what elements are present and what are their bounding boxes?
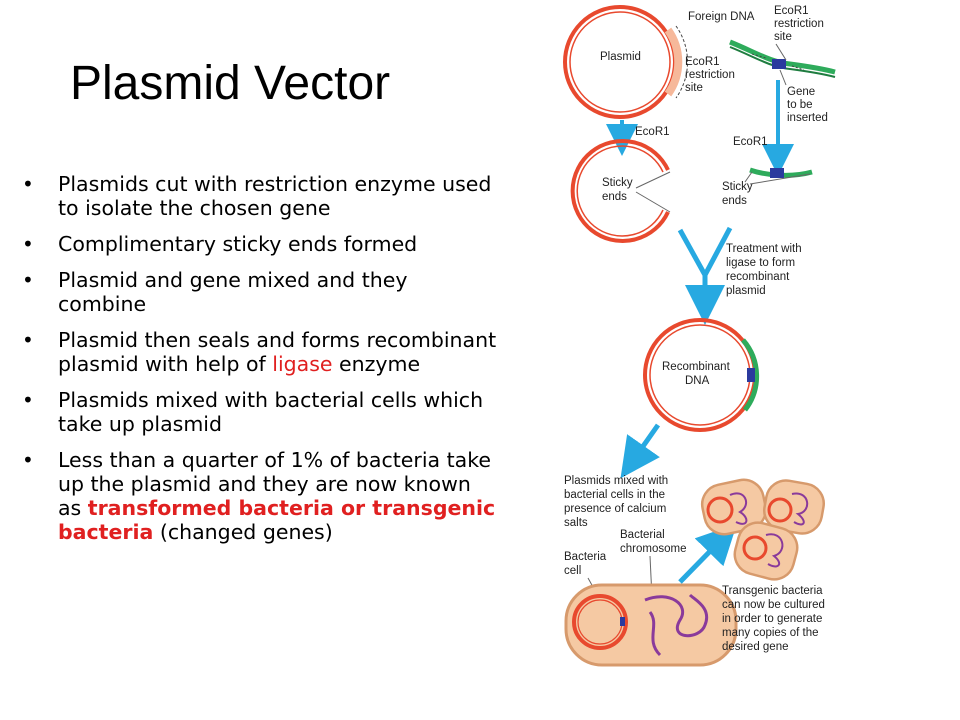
gene-fragment: [749, 167, 813, 178]
plasmid-label: Plasmid: [600, 51, 641, 63]
ecor1-site-top-2: restriction: [774, 18, 824, 30]
sticky-ends-right-1: Sticky: [722, 181, 753, 193]
gene-inserted-3: inserted: [787, 112, 828, 124]
mixed-label-3: presence of calcium: [564, 503, 666, 515]
bullet-text-post: (changed genes): [153, 520, 333, 544]
transgenic-label-1: Transgenic bacteria: [722, 585, 823, 597]
bullet-dot: •: [22, 172, 34, 196]
recombinant-label-2: DNA: [685, 375, 710, 387]
bacteria-cell-label-1: Bacteria: [564, 551, 607, 563]
foreign-dna: [729, 39, 836, 78]
gene-inserted-1: Gene: [787, 86, 815, 98]
transgenic-label-5: desired gene: [722, 641, 789, 653]
mixed-label-4: salts: [564, 517, 588, 529]
transgenic-label-4: many copies of the: [722, 627, 819, 639]
mixed-label-2: bacterial cells in the: [564, 489, 665, 501]
bullet-text: Complimentary sticky ends formed: [58, 232, 418, 256]
ecor1-site-top-3: site: [774, 31, 792, 43]
chromosome-label-2: chromosome: [620, 543, 686, 555]
bullet-text-pre: Plasmid then seals and forms recombinant…: [58, 328, 497, 376]
bacteria-cell-label-2: cell: [564, 565, 581, 577]
recombinant-label-1: Recombinant: [662, 361, 731, 373]
arrow-to-cultured: [678, 523, 737, 584]
sticky-ends-left-2: ends: [602, 191, 627, 203]
treatment-label-1: Treatment with: [726, 243, 802, 255]
bullet-dot: •: [22, 268, 34, 292]
bullet-dot: •: [22, 388, 34, 412]
foreign-dna-label: Foreign DNA: [688, 11, 755, 23]
bullet-3: • Plasmid and gene mixed and they combin…: [22, 268, 500, 316]
ecor1-site-left-3: site: [685, 82, 703, 94]
bullet-text: Plasmids mixed with bacterial cells whic…: [58, 388, 484, 436]
bullet-4: • Plasmid then seals and forms recombina…: [22, 328, 500, 376]
plasmid-cut: [570, 139, 670, 243]
ecor1-left-label: EcoR1: [635, 126, 670, 138]
transgenic-label-3: in order to generate: [722, 613, 822, 625]
plasmid-intact: [563, 5, 689, 119]
bullet-1: • Plasmids cut with restriction enzyme u…: [22, 172, 500, 220]
treatment-label-3: recombinant: [726, 271, 790, 283]
gene-inserted-2: to be: [787, 99, 813, 111]
mixed-label-1: Plasmids mixed with: [564, 475, 668, 487]
treatment-label-2: ligase to form: [726, 257, 795, 269]
recombinant-plasmid: [643, 318, 760, 432]
bullet-list: • Plasmids cut with restriction enzyme u…: [22, 172, 500, 556]
bullet-6: • Less than a quarter of 1% of bacteria …: [22, 448, 500, 544]
treatment-label-4: plasmid: [726, 285, 766, 297]
bullet-text: Plasmids cut with restriction enzyme use…: [58, 172, 492, 220]
sticky-ends-right-2: ends: [722, 195, 747, 207]
arrow-to-bacteria: [620, 423, 661, 479]
transgenic-label-2: can now be cultured: [722, 599, 825, 611]
bacteria-cell: [564, 583, 738, 667]
sticky-ends-left-1: Sticky: [602, 177, 633, 189]
bullet-dot: •: [22, 328, 34, 352]
ecor1-site-left-1: EcoR1: [685, 56, 720, 68]
ligase-highlight: ligase: [272, 352, 333, 376]
bullet-text: Plasmid and gene mixed and they combine: [58, 268, 408, 316]
bullet-dot: •: [22, 448, 34, 472]
transformed-bacteria-highlight: transformed bacteria or transgenic bacte…: [58, 496, 496, 544]
cultured-bacteria: [700, 478, 825, 581]
bullet-5: • Plasmids mixed with bacterial cells wh…: [22, 388, 500, 436]
bullet-2: • Complimentary sticky ends formed: [22, 232, 500, 256]
bullet-dot: •: [22, 232, 34, 256]
bullet-text-post: enzyme: [332, 352, 421, 376]
plasmid-vector-diagram: Plasmid EcoR1 restriction site Foreign D…: [563, 5, 836, 667]
chromosome-label-1: Bacterial: [620, 529, 665, 541]
ligase-merge-arrow: [677, 226, 733, 325]
ecor1-site-left-2: restriction: [685, 69, 735, 81]
ecor1-site-top-1: EcoR1: [774, 5, 809, 17]
slide-title: Plasmid Vector: [70, 57, 391, 110]
ecor1-right-label: EcoR1: [733, 136, 768, 148]
bullet-text-pre: Less than a quarter of 1% of bacteria ta…: [58, 448, 491, 520]
